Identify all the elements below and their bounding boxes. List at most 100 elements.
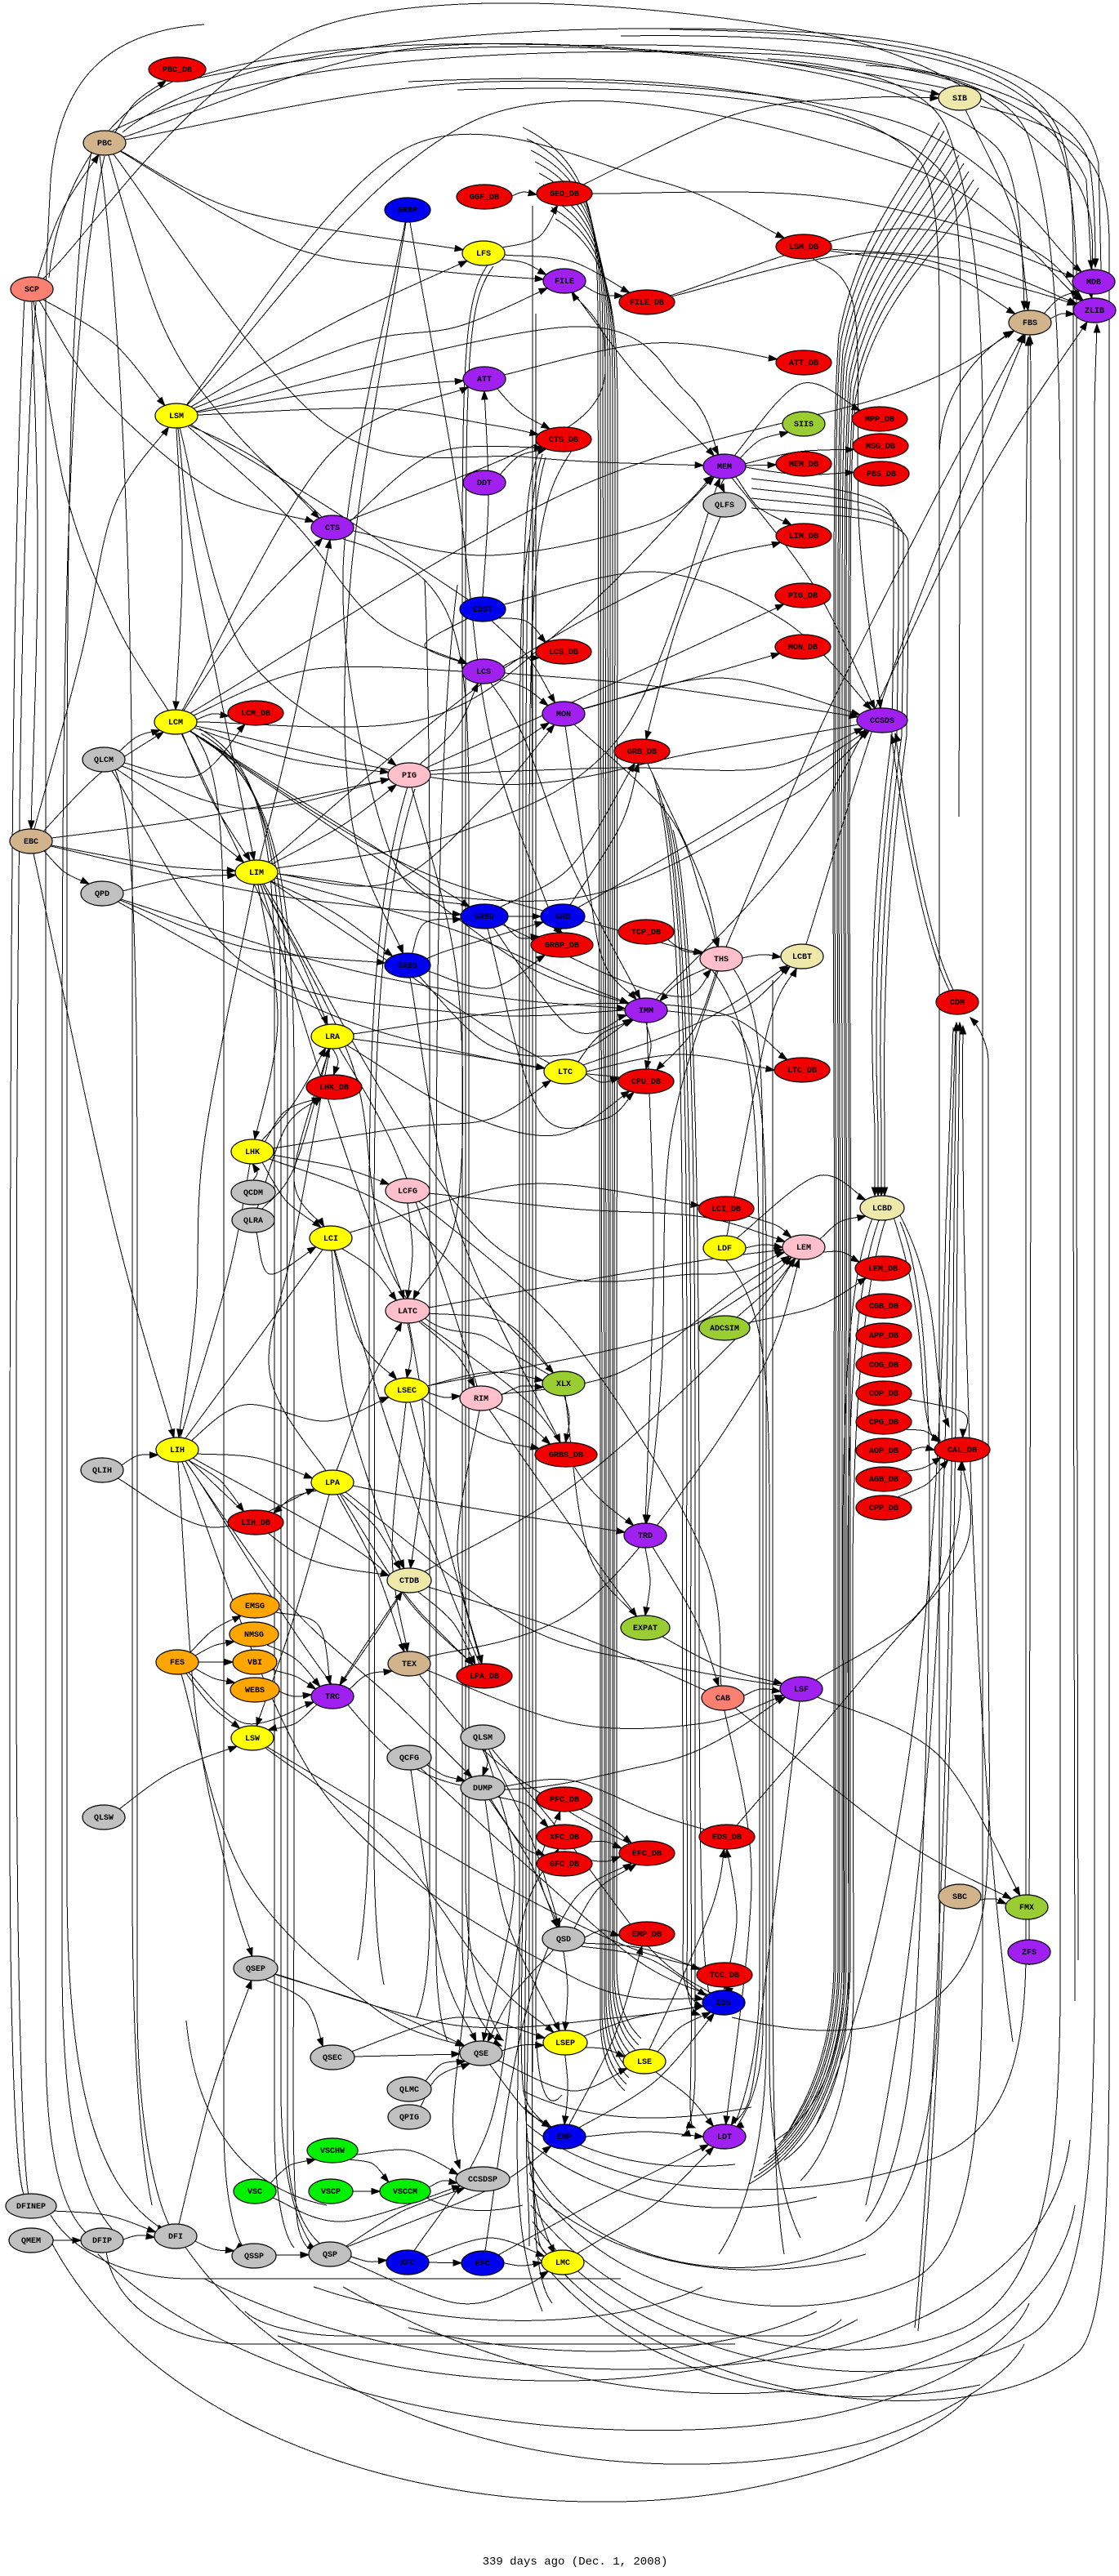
svg-text:COP_DB: COP_DB (869, 1390, 898, 1399)
svg-text:LSE: LSE (637, 2058, 652, 2067)
svg-text:XLX: XLX (556, 1380, 571, 1389)
svg-text:ATT: ATT (477, 376, 492, 385)
svg-text:LCBD: LCBD (872, 1205, 892, 1214)
svg-text:QCDM: QCDM (243, 1189, 263, 1198)
svg-text:QPD: QPD (95, 890, 109, 899)
svg-text:QLFS: QLFS (715, 501, 734, 510)
svg-text:LTC_DB: LTC_DB (787, 1067, 817, 1076)
svg-text:PBC: PBC (97, 140, 112, 149)
svg-text:LSW: LSW (245, 1735, 260, 1744)
svg-text:APP_DB: APP_DB (869, 1332, 898, 1341)
svg-text:GRB: GRB (555, 913, 570, 922)
svg-text:WEBS: WEBS (245, 1687, 265, 1696)
svg-text:LCI_DB: LCI_DB (711, 1206, 741, 1214)
svg-text:MSG_DB: MSG_DB (866, 443, 895, 452)
svg-text:QLSW: QLSW (94, 1814, 114, 1823)
svg-text:GRBP_DB: GRBP_DB (545, 942, 579, 951)
svg-text:SCP: SCP (25, 286, 39, 295)
svg-text:QLCM: QLCM (94, 756, 114, 765)
svg-text:MEM: MEM (717, 463, 732, 472)
svg-text:QLRA: QLRA (243, 1217, 263, 1226)
svg-text:RIM: RIM (474, 1395, 488, 1404)
svg-text:EFC_DB: EFC_DB (632, 1850, 662, 1859)
svg-text:PFC_DB: PFC_DB (550, 1796, 579, 1805)
svg-text:QSSP: QSSP (244, 2253, 264, 2262)
svg-text:SBC: SBC (952, 1893, 967, 1902)
svg-text:LPA: LPA (325, 1479, 340, 1488)
svg-text:EDST: EDST (473, 606, 493, 615)
svg-text:LRA: LRA (325, 1033, 340, 1042)
svg-text:PBS_DB: PBS_DB (867, 470, 896, 479)
svg-text:AGB_DB: AGB_DB (869, 1476, 898, 1485)
svg-text:TRD: TRD (638, 1532, 653, 1541)
svg-text:PIG_DB: PIG_DB (788, 592, 818, 601)
svg-text:ATT_DB: ATT_DB (789, 359, 818, 368)
svg-text:QPIG: QPIG (399, 2114, 419, 2123)
svg-text:QLMC: QLMC (399, 2086, 419, 2095)
svg-text:ZFS: ZFS (1022, 1949, 1037, 1958)
svg-text:TRC: TRC (325, 1693, 340, 1702)
svg-text:LIM: LIM (249, 869, 264, 878)
svg-text:SIIS: SIIS (794, 421, 814, 430)
svg-text:LCS: LCS (476, 668, 491, 677)
svg-text:LCI: LCI (323, 1235, 338, 1244)
svg-text:CTDB: CTDB (399, 1577, 419, 1586)
svg-text:LATC: LATC (398, 1308, 417, 1317)
svg-text:GRBP: GRBP (398, 207, 417, 216)
svg-text:CCSDSP: CCSDSP (468, 2176, 497, 2185)
svg-text:LHK_DB: LHK_DB (319, 1084, 349, 1093)
svg-text:CCSDS: CCSDS (870, 717, 894, 726)
svg-text:CTS_DB: CTS_DB (549, 436, 578, 445)
svg-text:QCFG: QCFG (399, 1754, 419, 1763)
svg-text:MEM_DB: MEM_DB (789, 461, 818, 470)
svg-text:EBC: EBC (24, 838, 38, 847)
svg-text:LTC: LTC (558, 1068, 573, 1077)
svg-text:LFS: LFS (476, 250, 491, 259)
svg-text:LCFG: LCFG (398, 1188, 417, 1197)
svg-text:PBC_DB: PBC_DB (163, 66, 192, 75)
svg-text:SIB: SIB (952, 95, 967, 104)
svg-text:EFC: EFC (475, 2260, 490, 2269)
svg-text:LSEC: LSEC (397, 1387, 417, 1396)
svg-text:339 days ago (Dec. 1, 2008): 339 days ago (Dec. 1, 2008) (483, 2556, 668, 2569)
svg-text:AOP_DB: AOP_DB (869, 1447, 898, 1456)
svg-text:FES: FES (170, 1659, 185, 1668)
svg-text:GGF_DB: GGF_DB (470, 194, 499, 203)
svg-text:CDM: CDM (950, 999, 965, 1008)
svg-text:VBI: VBI (247, 1659, 262, 1668)
svg-text:QLSM: QLSM (473, 1734, 493, 1743)
svg-text:CPG_DB: CPG_DB (869, 1419, 898, 1428)
svg-text:VSCCM: VSCCM (393, 2188, 417, 2197)
svg-text:LEM_DB: LEM_DB (868, 1265, 898, 1274)
svg-text:LDF: LDF (717, 1245, 732, 1254)
svg-text:VSC: VSC (247, 2188, 262, 2197)
svg-text:LCM_DB: LCM_DB (241, 710, 270, 719)
svg-text:FMX: FMX (1019, 1904, 1034, 1913)
svg-text:MON_DB: MON_DB (788, 644, 818, 653)
svg-text:FILE_DB: FILE_DB (630, 299, 664, 308)
svg-text:TCP_DB: TCP_DB (631, 929, 661, 938)
svg-text:MPP_DB: MPP_DB (865, 416, 894, 425)
svg-text:XFC_DB: XFC_DB (550, 1834, 579, 1843)
svg-text:LEM: LEM (796, 1244, 811, 1253)
svg-text:FILE: FILE (555, 278, 574, 287)
svg-text:QSD: QSD (556, 1936, 571, 1945)
svg-text:GRBS: GRBS (398, 962, 417, 971)
svg-text:CTS: CTS (325, 524, 340, 533)
svg-text:LIH: LIH (170, 1446, 185, 1455)
svg-text:EMP: EMP (557, 2133, 572, 2142)
svg-text:TCC_DB: TCC_DB (710, 1972, 739, 1981)
svg-text:EXPAT: EXPAT (633, 1624, 658, 1633)
svg-text:CAB: CAB (716, 1695, 730, 1704)
svg-text:ZLIB: ZLIB (1085, 307, 1104, 316)
svg-text:QSEC: QSEC (323, 2054, 342, 2063)
svg-text:GRBS_DB: GRBS_DB (549, 1451, 583, 1460)
svg-text:LSF: LSF (794, 1686, 809, 1695)
svg-text:LCS_DB: LCS_DB (549, 648, 578, 657)
svg-text:THS: THS (714, 956, 729, 965)
svg-text:NMSG: NMSG (244, 1631, 264, 1640)
svg-text:LSM: LSM (169, 412, 184, 421)
svg-text:DFINEP: DFINEP (16, 2203, 46, 2212)
svg-text:TEX: TEX (402, 1660, 417, 1669)
svg-text:LIM_DB: LIM_DB (789, 533, 818, 541)
